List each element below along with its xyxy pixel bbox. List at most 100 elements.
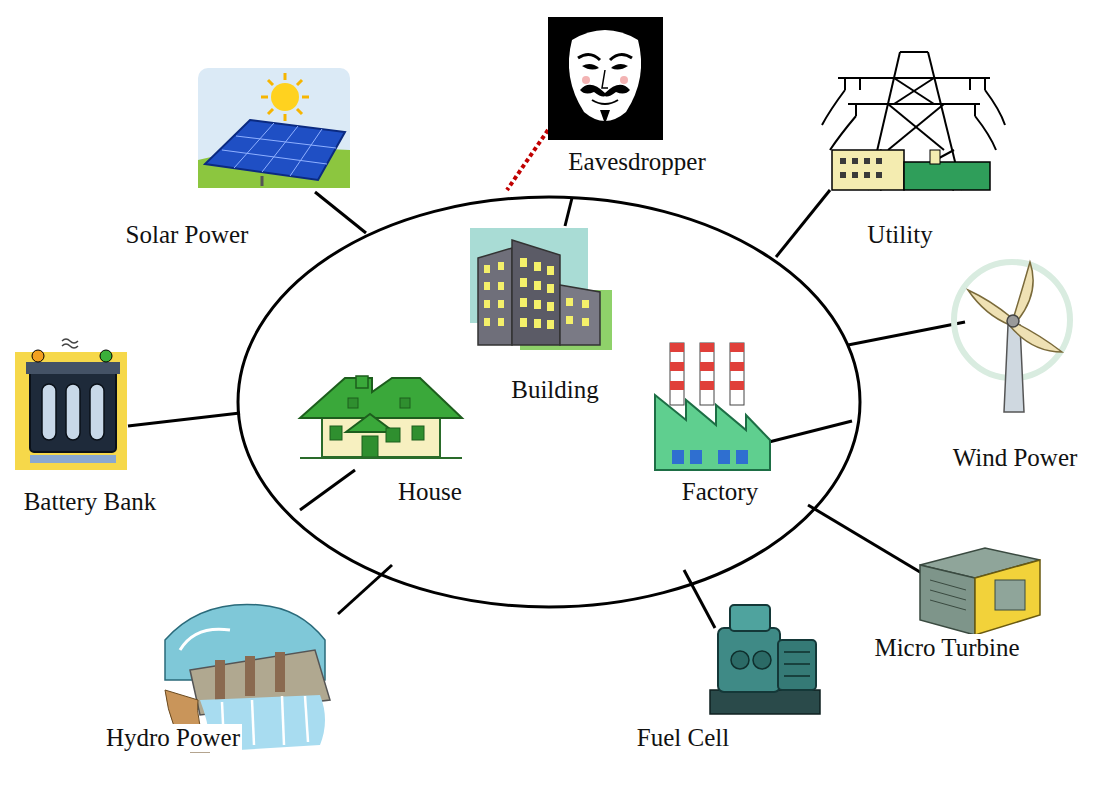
building-icon-part-part — [498, 300, 504, 308]
factory-icon — [655, 343, 770, 470]
battery-bank-icon-part — [30, 455, 116, 463]
building-icon-part-part — [520, 318, 527, 327]
eavesdropper-mask — [548, 17, 663, 140]
eavesdropper-mask-part — [610, 54, 632, 60]
factory-icon-part — [655, 395, 770, 470]
battery-bank-icon-part-part — [90, 384, 104, 440]
fuel-cell-icon-part — [778, 640, 816, 690]
solar-panel-icon-part-part — [302, 96, 309, 99]
factory-icon-part-part — [672, 450, 684, 464]
utility-tower-icon-part-part — [975, 116, 996, 150]
utility-tower-icon-part-part — [830, 116, 856, 150]
building-icon-part-part — [566, 298, 573, 306]
solar-panel-icon-part — [261, 73, 309, 121]
house-icon-part — [330, 398, 424, 457]
micro-turbine-icon-part — [995, 580, 1025, 610]
house-icon-part — [356, 376, 368, 388]
connection-lines-part — [765, 421, 852, 443]
eavesdropper-mask-part — [580, 85, 630, 97]
eavesdropper-mask-part — [582, 64, 599, 70]
utility-tower-icon-part-part — [894, 78, 934, 104]
building-icon-part-part — [534, 262, 541, 271]
hydro-dam-icon-part-part — [245, 656, 255, 696]
factory-icon-part — [672, 450, 748, 464]
utility-tower-icon-part-part — [984, 78, 986, 90]
battery-bank-icon-part — [32, 350, 44, 362]
factory-icon-part-part — [670, 381, 684, 390]
fuel-cell-icon-part-part — [784, 651, 810, 653]
solar-panel-icon-part-part — [284, 73, 287, 80]
eavesdropper-mask-part — [569, 30, 641, 121]
factory-icon-part-part — [670, 362, 684, 371]
component-label: Battery Bank — [22, 488, 159, 517]
solar-panel-icon-part-part — [236, 136, 336, 148]
eavesdropper-mask-part — [602, 70, 608, 88]
building-icon-part-part — [547, 284, 554, 293]
component-label: Eavesdropper — [566, 148, 707, 177]
battery-bank-icon-part-part — [42, 384, 56, 440]
eavesdropper-mask-part — [578, 54, 600, 60]
micro-turbine-icon-part — [975, 560, 1040, 635]
hydro-dam-icon-part-part — [275, 652, 285, 692]
solar-panel-icon-part — [261, 176, 264, 186]
solar-panel-icon-part-part — [268, 109, 273, 114]
building-icon-part — [484, 258, 589, 329]
building-icon-part-part — [520, 298, 527, 307]
solar-panel-icon — [198, 68, 350, 188]
factory-icon-part-part — [730, 362, 744, 371]
utility-tower-icon-part — [822, 52, 1005, 190]
solar-panel-icon-part-part — [261, 96, 268, 99]
wind-turbine-icon-part — [1010, 322, 1062, 352]
building-icon-part-part — [547, 266, 554, 275]
wind-turbine-icon-part — [968, 290, 1012, 325]
connection-lines-part — [300, 470, 355, 510]
connection-lines-part — [338, 565, 392, 614]
eavesdropper-mask-part — [548, 17, 663, 140]
connection-lines-part — [565, 198, 572, 226]
building-icon-part-part — [534, 300, 541, 309]
utility-tower-icon-part-part — [855, 104, 857, 116]
building-icon-part-part — [534, 319, 541, 328]
utility-tower-icon-part-part — [876, 158, 882, 164]
building-icon-part-part — [484, 265, 490, 273]
utility-tower-icon-part — [832, 150, 904, 190]
solar-panel-icon-part-part — [290, 129, 322, 176]
battery-bank-icon-part-part — [66, 384, 80, 440]
connection-lines — [128, 190, 965, 628]
battery-bank-icon — [15, 339, 127, 470]
utility-tower-icon-part-part — [852, 158, 858, 164]
fuel-cell-icon — [710, 605, 820, 714]
micro-turbine-icon-part-part — [930, 580, 966, 590]
component-label: Solar Power — [124, 221, 251, 250]
building-icon-part-part — [498, 318, 504, 326]
microgrid-ring — [238, 197, 860, 607]
solar-panel-icon-part-part — [297, 80, 302, 85]
fuel-cell-icon-part — [753, 651, 771, 669]
micro-turbine-icon-part-part — [930, 590, 966, 600]
battery-bank-icon-part-part — [62, 339, 78, 343]
utility-tower-icon-part-part — [822, 90, 845, 125]
micro-turbine-icon-part — [930, 580, 966, 610]
factory-icon-part-part — [718, 450, 730, 464]
fuel-cell-icon-part-part — [784, 663, 810, 665]
factory-icon-part — [670, 343, 744, 390]
eavesdropper-mask-part — [600, 110, 610, 124]
wind-turbine-icon-part — [1007, 315, 1019, 327]
building-icon-part-part — [484, 318, 490, 326]
utility-tower-icon-part — [930, 150, 940, 164]
building-icon-part-part — [520, 258, 527, 267]
house-icon-part — [300, 378, 462, 418]
building-icon-part — [512, 240, 560, 345]
component-label: House — [396, 478, 464, 507]
eavesdropper-mask-part — [620, 76, 628, 84]
utility-tower-icon — [822, 52, 1005, 190]
connection-lines-part — [848, 322, 965, 345]
house-icon-part-part — [362, 436, 378, 457]
house-icon-part-part — [330, 426, 342, 440]
factory-icon-part-part — [700, 381, 714, 390]
building-icon-part-part — [582, 318, 589, 326]
battery-bank-icon-part — [15, 352, 127, 470]
wind-turbine-icon-part — [1004, 325, 1024, 412]
factory-icon-part-part — [736, 450, 748, 464]
micro-turbine-icon-part — [920, 565, 975, 635]
